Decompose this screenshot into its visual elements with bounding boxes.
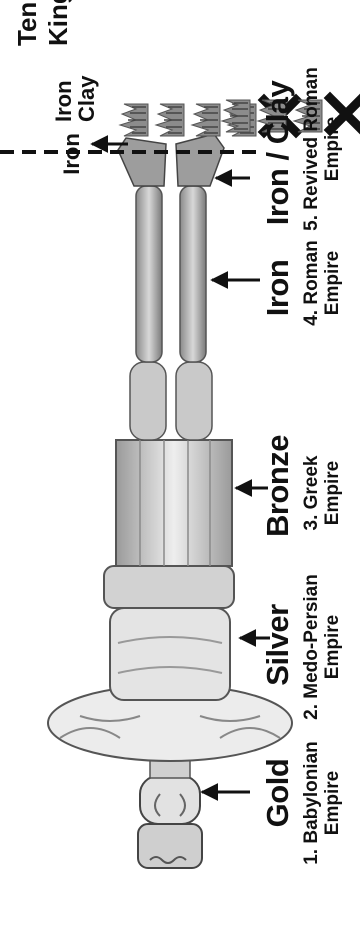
empire-label-4: 4. Roman Empire bbox=[302, 228, 343, 338]
metal-label-iron-clay: Iron / Clay bbox=[262, 68, 293, 238]
metal-label-silver: Silver bbox=[262, 590, 293, 700]
metal-label-bronze: Bronze bbox=[262, 426, 293, 546]
statue-chest bbox=[48, 566, 292, 761]
empire-label-2: 2. Medo-Persian Empire bbox=[302, 562, 343, 732]
statue-head bbox=[138, 752, 202, 868]
empire-label-1: 1. Babylonian Empire bbox=[302, 718, 343, 888]
statue-belly bbox=[116, 440, 232, 566]
metal-label-iron: Iron bbox=[262, 238, 293, 338]
statue-legs bbox=[130, 186, 212, 440]
clipped-title: Ten Toes / Kingdoms bbox=[12, 0, 74, 46]
empire-label-3: 3. Greek Empire bbox=[302, 438, 343, 548]
transition-to-label: Iron Clay bbox=[52, 66, 98, 122]
statue-feet bbox=[118, 134, 224, 186]
empire-label-5: 5. Revived Roman Empire bbox=[302, 64, 343, 234]
metal-label-gold: Gold bbox=[262, 738, 293, 848]
transition-from-label: Iron bbox=[60, 120, 83, 188]
